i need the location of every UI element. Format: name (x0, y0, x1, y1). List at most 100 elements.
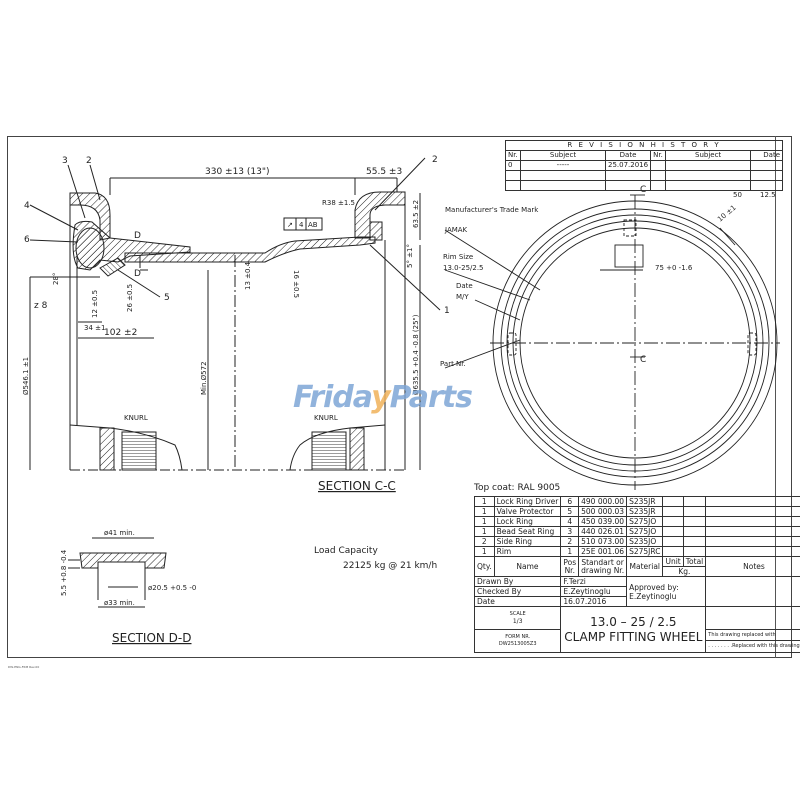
tol-frame-datum: AB (308, 221, 318, 229)
dim-75: 75 +0 -1.6 (655, 264, 693, 272)
rev-row (505, 180, 783, 191)
drawn-by-value: F.Terzi (560, 576, 628, 587)
bom-name: Rim (493, 546, 562, 557)
bom-qty: 1 (474, 506, 495, 517)
callout-1: 1 (444, 306, 450, 316)
dim-34: 34 ±1 (84, 324, 105, 332)
watermark-text-y: y (371, 380, 391, 415)
form-nr-label: FORM NR. (505, 634, 531, 640)
bom-row: 1 Lock Ring Driver 6 490 000.00 S235JR (474, 496, 800, 507)
bom-pos: 3 (560, 526, 580, 537)
section-cc-labels: 3 2 4 6 5 2 1 330 ±13 (13") 55.5 ±3 R38 … (22, 155, 450, 493)
bom-pos: 6 (560, 496, 580, 507)
bom-pos: 2 (560, 536, 580, 547)
dim-dia-546: Ø546.1 ±1 (22, 357, 30, 395)
bom-name: Valve Protector (493, 506, 562, 517)
bom-row: 2 Side Ring 2 510 073.00 S235JO (474, 536, 800, 547)
callout-6: 6 (24, 235, 30, 245)
dim-dia-41: ø41 min. (104, 529, 135, 537)
bom-drawing: 490 000.00 (578, 496, 628, 507)
form-nr-value: DW2513005Z3 (498, 641, 537, 647)
front-view-drawing (444, 194, 780, 490)
rev-row (505, 170, 783, 181)
bill-of-materials-table: 1 Lock Ring Driver 6 490 000.00 S235JR 1… (473, 496, 800, 653)
bom-header-kg: Kg. (662, 566, 707, 577)
bom-header-qty: Qty. (474, 556, 495, 577)
dim-dia-635: Ø635.5 +0.4 -0.8 (25") (412, 314, 420, 395)
bom-header-name: Name (493, 556, 562, 577)
frame-margin-strip (775, 136, 781, 658)
drawing-name-title: CLAMP FITTING WHEEL (564, 629, 703, 644)
dim-thickness-16: 16 ±0.5 (292, 270, 300, 298)
callout-2-right: 2 (432, 155, 438, 165)
watermark-logo: FridayParts (293, 380, 473, 415)
replaced-by: . . . . . . . .Replaced with this drawin… (708, 643, 800, 649)
watermark-text-1: Frida (293, 380, 372, 415)
revision-history-table: R E V I S I O N H I S T O R Y Nr. Subjec… (505, 140, 783, 191)
surface-finish-50: 50 (733, 191, 742, 199)
bom-pos: 5 (560, 506, 580, 517)
marking-value-rim-size: 13.0-25/2.5 (443, 264, 484, 272)
dim-102: 102 ±2 (104, 328, 137, 338)
marking-label-trade-mark: Manufacturer's Trade Mark (445, 206, 539, 214)
section-marker-d-top: D (134, 231, 141, 241)
drawing-frame (7, 136, 792, 658)
dim-flange-height: 63.5 ±2 (412, 200, 420, 228)
bom-material: S275JO (626, 516, 664, 527)
bom-qty: 1 (474, 496, 495, 507)
title-row-drawn: Drawn By F.Terzi Approved by: E.Zeytinog… (473, 576, 800, 607)
bom-row: 1 Rim 1 25E 001.06 S275JRC (474, 546, 800, 557)
callout-5: 5 (164, 293, 170, 303)
section-marker-c-bottom: C (640, 355, 646, 365)
bom-header-notes: Notes (705, 556, 800, 577)
bom-qty: 1 (474, 526, 495, 537)
dim-angle-5: 5° ±1° (406, 244, 414, 268)
bom-material: S235JO (626, 536, 664, 547)
surface-finish-12-5: 12.5 (760, 191, 776, 199)
dim-dia-572: Min.Ø572 (200, 361, 208, 395)
bom-pos: 4 (560, 516, 580, 527)
dim-thickness-13: 13 ±0.4 (244, 261, 252, 290)
bom-drawing: 500 000.03 (578, 506, 628, 517)
bom-material: S235JR (626, 506, 664, 517)
dim-26: 26 ±0.5 (126, 284, 134, 312)
drawn-by-label: Drawn By (473, 576, 562, 587)
section-cc-title: SECTION C-C (318, 479, 396, 493)
top-coat: Top coat: RAL 9005 (473, 483, 560, 493)
section-marker-d-bottom: D (134, 269, 141, 279)
callout-4: 4 (24, 201, 30, 211)
bom-material: S275JRC (626, 546, 664, 557)
dim-angle-28: 28° (52, 273, 60, 285)
bom-drawing: 510 073.00 (578, 536, 628, 547)
section-dd-title: SECTION D-D (112, 631, 192, 645)
date-value: 16.07.2016 (560, 596, 628, 607)
checked-by-label: Checked By (473, 586, 562, 597)
bom-pos: 1 (560, 546, 580, 557)
bom-name: Lock Ring Driver (493, 496, 562, 507)
bom-material: S235JR (626, 496, 664, 507)
date-label: Date (473, 596, 562, 607)
section-marker-c-top: C (640, 185, 646, 195)
bom-header-drawing: Standart or drawing Nr. (578, 556, 628, 577)
section-dd-labels: ø41 min. ø33 min. ø20.5 +0.5 -0 5.5 +0.8… (60, 529, 196, 645)
bom-header-total: Total (682, 556, 707, 567)
bom-drawing: 450 039.00 (578, 516, 628, 527)
checked-by-value: E.Zeytinoglu (560, 586, 628, 597)
dim-width-total: 330 ±13 (13") (205, 167, 270, 177)
bom-row: 1 Lock Ring 4 450 039.00 S275JO (474, 516, 800, 527)
bom-name: Lock Ring (493, 516, 562, 527)
drawing-size-title: 13.0 – 25 / 2.5 (590, 614, 677, 629)
bom-row: 1 Bead Seat Ring 3 440 026.01 S275JO (474, 526, 800, 537)
title-row-form: FORM NR. DW2513005Z3 This drawing replac… (473, 629, 800, 653)
front-view-labels: C C 50 12.5 10 ±1 75 +0 -1.6 Manufacture… (440, 185, 776, 368)
rev-row: 0 ----- 25.07.2016 (505, 160, 783, 171)
callout-3: 3 (62, 156, 68, 166)
title-row-main: SCALE 1/3 13.0 – 25 / 2.5 CLAMP FITTING … (473, 606, 800, 653)
bom-drawing: 25E 001.06 (578, 546, 628, 557)
callout-2: 2 (86, 156, 92, 166)
bom-qty: 1 (474, 516, 495, 527)
marking-label-rim-size: Rim Size (443, 253, 473, 261)
marking-label-part-nr: Part Nr. (440, 360, 466, 368)
bom-header-pos: Pos Nr. (560, 556, 580, 577)
